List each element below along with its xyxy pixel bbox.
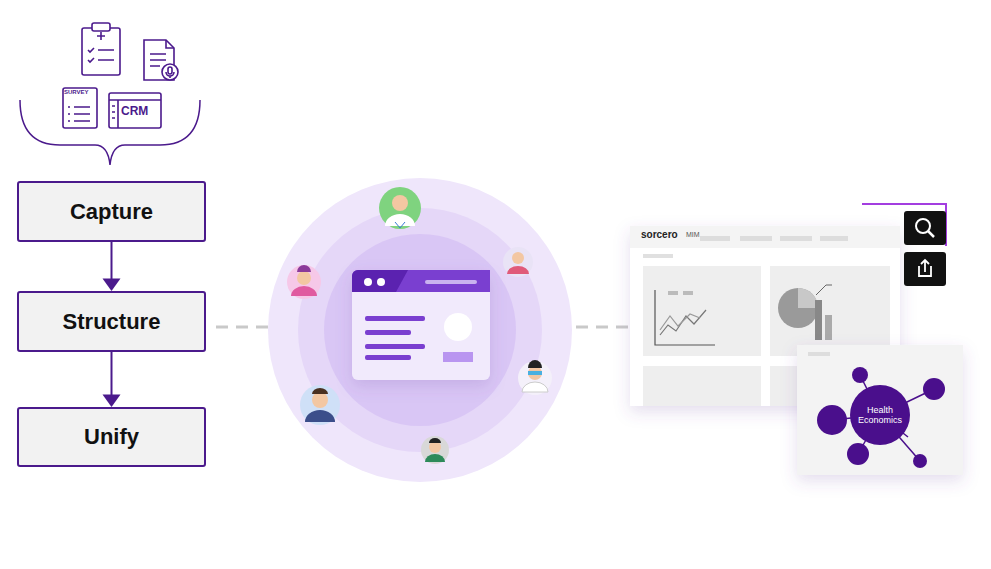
- node-label: Structure: [63, 309, 161, 335]
- bracket: [20, 100, 200, 165]
- node-label: Capture: [70, 199, 153, 225]
- node-text-group: Unify: [84, 424, 139, 450]
- ring: [298, 208, 542, 452]
- logo-text: MIM: [686, 231, 700, 238]
- avatars: [287, 187, 552, 464]
- node-label: Unify: [84, 424, 139, 450]
- logo-text: sorcero: [641, 229, 678, 240]
- ring: [324, 234, 516, 426]
- icon-label: CRM: [121, 104, 148, 118]
- node-text-group: Capture: [70, 199, 153, 225]
- ring: [268, 178, 572, 482]
- process-box: Unify: [17, 407, 206, 467]
- node-label: Health Economics: [857, 405, 903, 426]
- flow-arrow: [103, 352, 121, 407]
- topic-circle: Health Economics: [850, 385, 910, 445]
- icon-label: SURVEY: [64, 89, 89, 95]
- dashboard: [630, 204, 963, 475]
- process-box: Structure: [17, 291, 206, 352]
- source-icons: [63, 23, 178, 128]
- browser-window: [352, 270, 490, 380]
- node-text-group: Health Economics: [857, 405, 903, 426]
- process-box: Capture: [17, 181, 206, 242]
- node-text-group: Structure: [63, 309, 161, 335]
- flow-arrow: [103, 242, 121, 291]
